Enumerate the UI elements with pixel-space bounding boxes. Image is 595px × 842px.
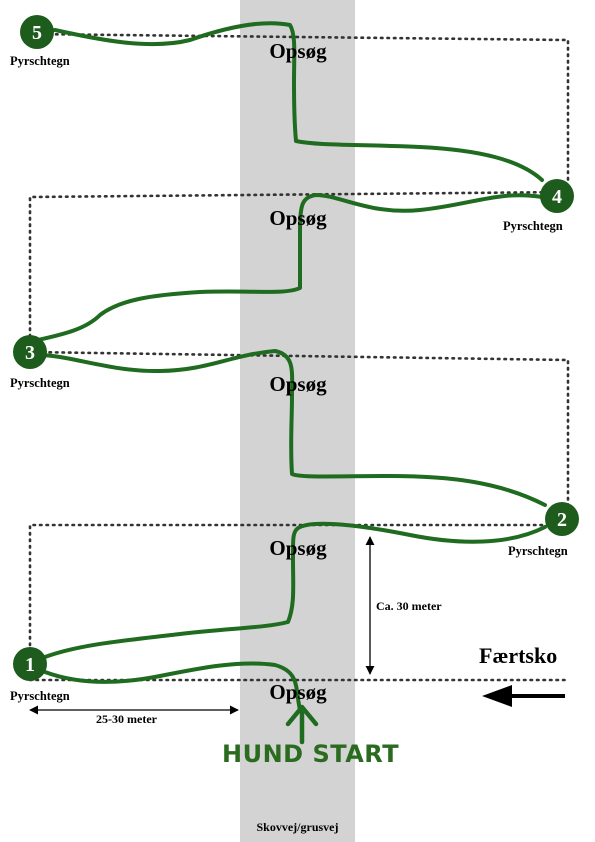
svg-text:1: 1: [25, 654, 35, 676]
svg-text:4: 4: [552, 186, 562, 208]
marker-4-label: Pyrschtegn: [503, 219, 563, 233]
dotted-boundary: [28, 32, 570, 682]
search-label-3: Opsøg: [269, 372, 327, 396]
marker-1: 1: [13, 647, 47, 681]
search-label-1: Opsøg: [269, 39, 327, 63]
marker-2-label: Pyrschtegn: [508, 544, 568, 558]
svg-text:5: 5: [32, 22, 42, 44]
marker-5: 5: [20, 15, 54, 49]
marker-4: 4: [540, 179, 574, 213]
height-measure-label: Ca. 30 meter: [376, 599, 442, 613]
svg-text:2: 2: [557, 509, 567, 531]
marker-1-label: Pyrschtegn: [10, 689, 70, 703]
marker-5-label: Pyrschtegn: [10, 54, 70, 68]
search-label-2: Opsøg: [269, 206, 327, 230]
search-label-5: Opsøg: [269, 680, 327, 704]
search-label-4: Opsøg: [269, 536, 327, 560]
shoe-arrowhead: [482, 685, 512, 707]
svg-text:3: 3: [25, 342, 35, 364]
width-measure-label: 25-30 meter: [96, 712, 157, 726]
marker-3: 3: [13, 335, 47, 369]
marker-3-label: Pyrschtegn: [10, 376, 70, 390]
marker-2: 2: [545, 502, 579, 536]
start-arrow: [285, 704, 319, 745]
start-label: HUND START: [222, 740, 400, 768]
road-label: Skovvej/grusvej: [256, 820, 339, 834]
dog-track: [36, 21, 547, 712]
shoe-label: Færtsko: [479, 643, 558, 668]
